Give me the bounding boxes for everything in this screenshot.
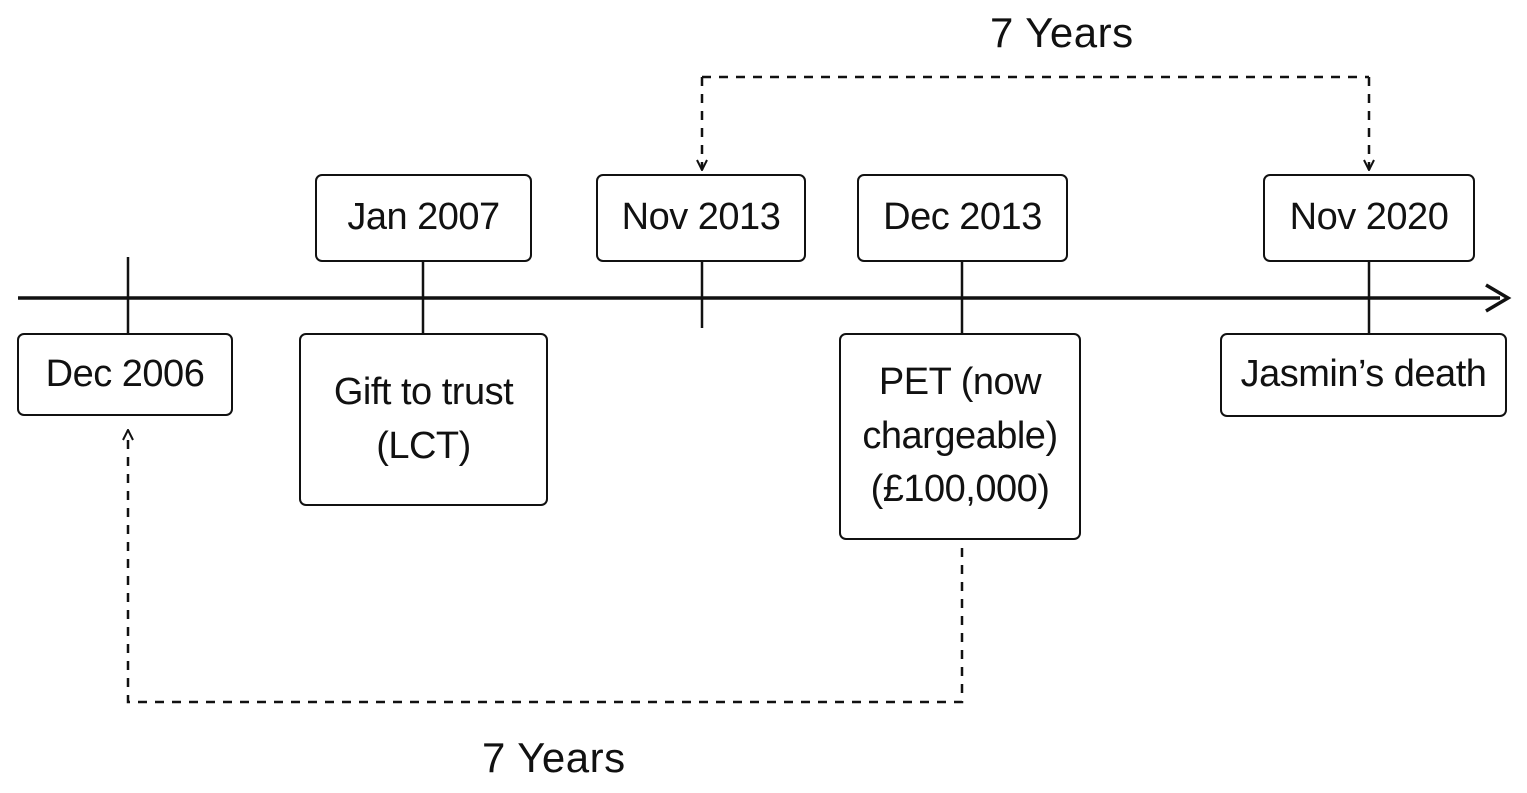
event-label: Gift to trust (LCT) [333, 370, 514, 467]
event-box-jasmin-death: Jasmin’s death [1220, 333, 1507, 417]
timeline-arrowhead [1485, 283, 1512, 313]
date-label: Dec 2006 [45, 352, 205, 395]
event-label: PET (now chargeable) (£100,000) [862, 360, 1058, 511]
date-box-nov-2020: Nov 2020 [1263, 174, 1475, 262]
bottom-span-label: 7 Years [482, 734, 626, 781]
date-box-dec-2006: Dec 2006 [17, 333, 233, 416]
date-label: Dec 2013 [883, 196, 1042, 239]
date-box-jan-2007: Jan 2007 [315, 174, 532, 262]
event-label: Jasmin’s death [1240, 353, 1487, 396]
date-label: Nov 2020 [1289, 196, 1449, 239]
date-box-nov-2013: Nov 2013 [596, 174, 806, 262]
event-box-pet-chargeable: PET (now chargeable) (£100,000) [839, 333, 1081, 540]
bottom-span-bracket [128, 430, 964, 704]
top-span-label: 7 Years [990, 9, 1134, 56]
event-box-gift-to-trust: Gift to trust (LCT) [299, 333, 548, 506]
date-label: Jan 2007 [347, 196, 500, 239]
date-label: Nov 2013 [621, 196, 781, 239]
date-box-dec-2013: Dec 2013 [857, 174, 1068, 262]
